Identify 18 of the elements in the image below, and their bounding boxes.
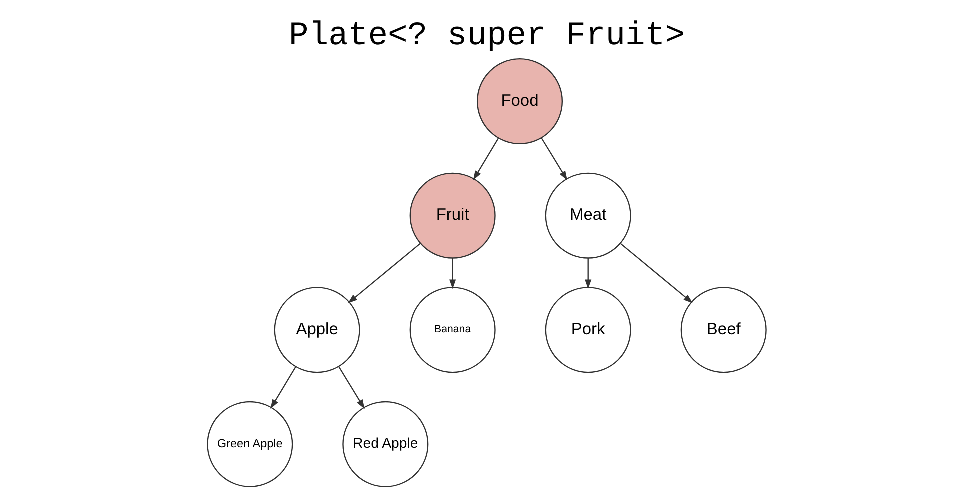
arrow: [348, 243, 420, 304]
node-circle: Apple: [274, 287, 360, 374]
arrow: [449, 258, 456, 290]
arrow: [584, 258, 592, 290]
node-circle: Red Apple: [342, 401, 428, 488]
arrow: [540, 138, 568, 181]
node-circle: Pork: [544, 287, 631, 374]
node-circle: Meat: [544, 172, 631, 259]
node-circle: Banana: [409, 287, 496, 374]
arrow: [620, 243, 693, 304]
arrow: [472, 138, 499, 180]
arrow: [338, 366, 364, 410]
node-circle: Beef: [680, 287, 766, 374]
diagram-title: Plate<? super Fruit>: [288, 17, 684, 54]
node-circle: Green Apple: [206, 401, 293, 488]
node-circle: Food: [476, 58, 562, 145]
arrow: [270, 366, 296, 410]
node-circle: Fruit: [409, 172, 496, 259]
